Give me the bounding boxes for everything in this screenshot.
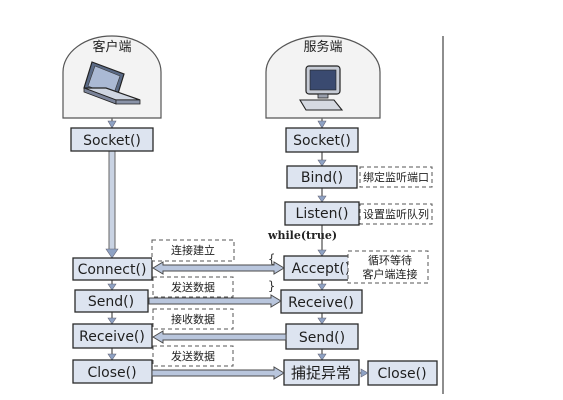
server-catch-label: 捕捉异常 bbox=[291, 364, 351, 382]
client-socket-box: Socket() bbox=[70, 127, 154, 152]
bind-note-text: 绑定监听端口 bbox=[363, 170, 429, 184]
catch-to-close-arrow bbox=[359, 368, 369, 378]
client-connect-label: Connect() bbox=[78, 262, 147, 278]
client-title: 客户端 bbox=[92, 39, 131, 55]
accept-note-line1: 循环等待 bbox=[368, 253, 412, 267]
client-flow-lines bbox=[105, 118, 119, 361]
server-close-box: Close() bbox=[367, 360, 438, 386]
server-send-label: Send() bbox=[299, 330, 345, 346]
send-arrow bbox=[148, 294, 282, 308]
connect-message: 连接建立 bbox=[151, 239, 285, 275]
client-send-box: Send() bbox=[74, 289, 149, 313]
connect-double-arrow bbox=[152, 261, 285, 275]
server-listen-box: Listen() bbox=[284, 201, 360, 226]
server-bind-box: Bind() bbox=[286, 165, 358, 189]
client-connect-box: Connect() bbox=[72, 257, 153, 281]
client-socket-label: Socket() bbox=[83, 133, 141, 149]
server-catch-box: 捕捉异常 bbox=[283, 359, 360, 386]
listen-note-text: 设置监听队列 bbox=[363, 207, 429, 221]
server-title: 服务端 bbox=[303, 39, 342, 55]
receive-arrow bbox=[152, 330, 287, 344]
client-receive-box: Receive() bbox=[72, 323, 153, 349]
connect-message-label: 连接建立 bbox=[171, 243, 215, 257]
loop-brace-close: } bbox=[268, 279, 275, 293]
listen-note: 设置监听队列 bbox=[359, 203, 433, 225]
client-long-connector bbox=[108, 150, 116, 252]
client-receive-label: Receive() bbox=[79, 329, 145, 345]
server-receive-label: Receive() bbox=[288, 295, 354, 311]
send-message-label: 发送数据 bbox=[171, 280, 215, 294]
bind-note: 绑定监听端口 bbox=[359, 166, 433, 188]
receive-message-label: 接收数据 bbox=[171, 312, 215, 326]
server-accept-box: Accept() bbox=[283, 255, 359, 281]
client-close-box: Close() bbox=[72, 359, 153, 384]
receive-message: 接收数据 bbox=[152, 308, 287, 344]
server-listen-label: Listen() bbox=[296, 206, 349, 222]
accept-note-line2: 客户端连接 bbox=[363, 267, 418, 281]
loop-label: while(true) bbox=[267, 229, 337, 242]
server-receive-box: Receive() bbox=[280, 289, 363, 314]
client-close-label: Close() bbox=[87, 365, 136, 381]
loop-brace-open: { bbox=[268, 252, 275, 266]
server-socket-box: Socket() bbox=[285, 127, 359, 153]
client-header: 客户端 bbox=[62, 35, 162, 119]
accept-note: 循环等待 客户端连接 bbox=[347, 250, 429, 284]
desktop-computer-icon bbox=[299, 65, 344, 111]
server-flow-lines bbox=[317, 118, 327, 361]
close-message: 发送数据 bbox=[151, 345, 285, 380]
close-arrow bbox=[151, 366, 285, 380]
close-message-label: 发送数据 bbox=[171, 349, 215, 363]
client-send-label: Send() bbox=[88, 294, 134, 310]
server-bind-label: Bind() bbox=[301, 170, 343, 186]
server-socket-label: Socket() bbox=[293, 133, 351, 149]
server-accept-label: Accept() bbox=[292, 261, 351, 277]
server-close-label: Close() bbox=[377, 366, 426, 382]
send-message: 发送数据 bbox=[148, 276, 282, 308]
laptop-icon bbox=[83, 61, 141, 105]
server-send-box: Send() bbox=[285, 323, 359, 350]
server-header: 服务端 bbox=[265, 35, 381, 119]
